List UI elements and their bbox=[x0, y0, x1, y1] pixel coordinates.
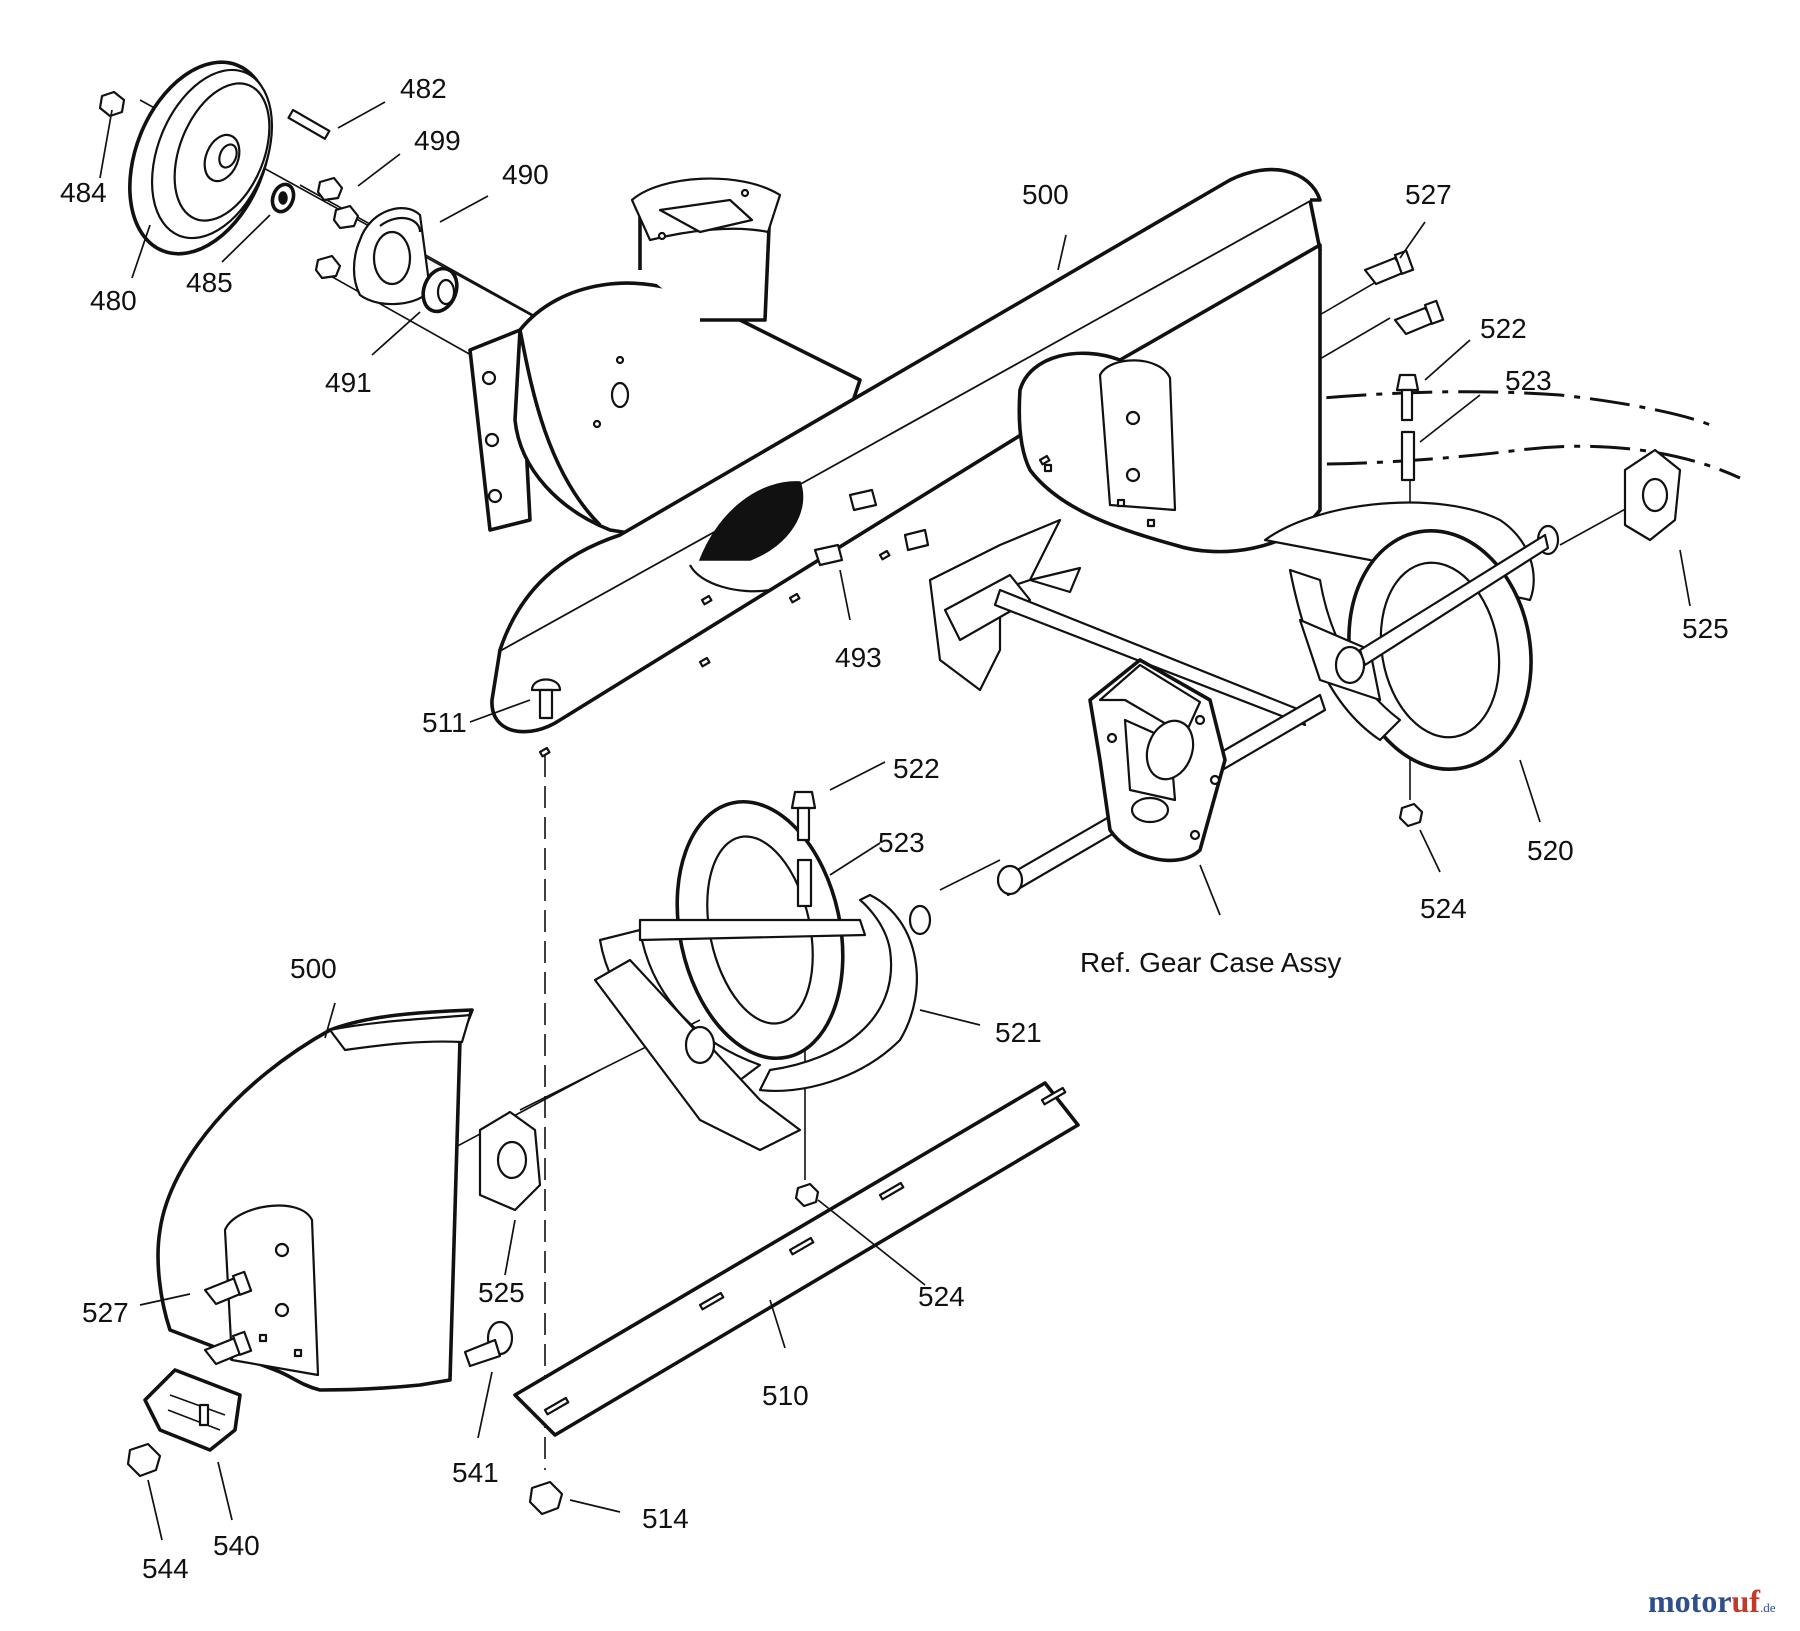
label-544: 544 bbox=[142, 1553, 189, 1584]
nut-524-upper bbox=[1398, 802, 1424, 828]
label-520: 520 bbox=[1527, 835, 1574, 866]
label-524-lower: 524 bbox=[918, 1281, 965, 1312]
bolt-522-lower bbox=[790, 790, 817, 842]
pulley-480 bbox=[128, 60, 274, 256]
bushing-525-upper bbox=[1623, 448, 1682, 542]
part-labels: 482 499 490 484 485 480 491 500 527 522 … bbox=[60, 73, 1729, 1584]
label-527-lower: 527 bbox=[82, 1297, 129, 1328]
watermark-main-b: uf bbox=[1732, 1583, 1761, 1619]
bushing-525-lower bbox=[478, 1110, 542, 1212]
label-511: 511 bbox=[422, 707, 467, 738]
gear-case-reference-label: Ref. Gear Case Assy bbox=[1080, 947, 1341, 978]
label-482: 482 bbox=[400, 73, 447, 104]
label-521: 521 bbox=[995, 1017, 1042, 1048]
label-484: 484 bbox=[60, 177, 107, 208]
label-480: 480 bbox=[90, 285, 137, 316]
label-522-lower: 522 bbox=[893, 753, 940, 784]
label-493: 493 bbox=[835, 642, 882, 673]
label-514: 514 bbox=[642, 1503, 689, 1534]
nut-484 bbox=[98, 90, 126, 118]
nut-544 bbox=[126, 1442, 162, 1478]
side-plate-500 bbox=[156, 1008, 474, 1392]
label-491: 491 bbox=[325, 367, 372, 398]
label-525-upper: 525 bbox=[1682, 613, 1729, 644]
label-527-upper: 527 bbox=[1405, 179, 1452, 210]
bolts-499 bbox=[314, 176, 360, 280]
nut-514 bbox=[528, 1480, 564, 1516]
watermark-suffix: .de bbox=[1760, 1600, 1776, 1615]
skid-shoe-540 bbox=[143, 1368, 242, 1452]
auger-520 bbox=[1263, 501, 1560, 772]
label-540: 540 bbox=[213, 1530, 260, 1561]
svg-text:motoruf.de: motoruf.de bbox=[1648, 1583, 1776, 1619]
bolts-493 bbox=[813, 488, 930, 567]
bolts-527-upper bbox=[1363, 249, 1445, 336]
bolts-527-lower bbox=[203, 1270, 253, 1366]
label-525-lower: 525 bbox=[478, 1277, 525, 1308]
nut-524-lower bbox=[794, 1182, 820, 1208]
label-541: 541 bbox=[452, 1457, 499, 1488]
label-522-upper: 522 bbox=[1480, 313, 1527, 344]
key-482 bbox=[287, 108, 331, 140]
bearing-485 bbox=[270, 182, 296, 214]
auger-housing-500 bbox=[468, 167, 1322, 758]
label-523-upper: 523 bbox=[1505, 365, 1552, 396]
label-523-lower: 523 bbox=[878, 827, 925, 858]
label-500-upper: 500 bbox=[1022, 179, 1069, 210]
bearing-491 bbox=[421, 266, 459, 314]
label-510: 510 bbox=[762, 1380, 809, 1411]
leader-lines bbox=[99, 101, 1691, 1541]
flange-490 bbox=[352, 207, 432, 306]
watermark-main-a: motor bbox=[1648, 1583, 1732, 1619]
label-524-upper: 524 bbox=[1420, 893, 1467, 924]
label-499: 499 bbox=[414, 125, 461, 156]
label-490: 490 bbox=[502, 159, 549, 190]
carriage-bolt-511 bbox=[530, 678, 562, 720]
gear-case-assembly bbox=[996, 658, 1227, 896]
pin-523-upper bbox=[1400, 430, 1416, 482]
bolt-541 bbox=[463, 1320, 514, 1368]
label-485: 485 bbox=[186, 267, 233, 298]
pin-523-lower bbox=[796, 858, 813, 908]
scraper-bar-510 bbox=[513, 1081, 1080, 1437]
label-500-lower: 500 bbox=[290, 953, 337, 984]
watermark-logo: motoruf.de bbox=[1648, 1583, 1776, 1619]
bolt-522-upper bbox=[1395, 373, 1420, 422]
